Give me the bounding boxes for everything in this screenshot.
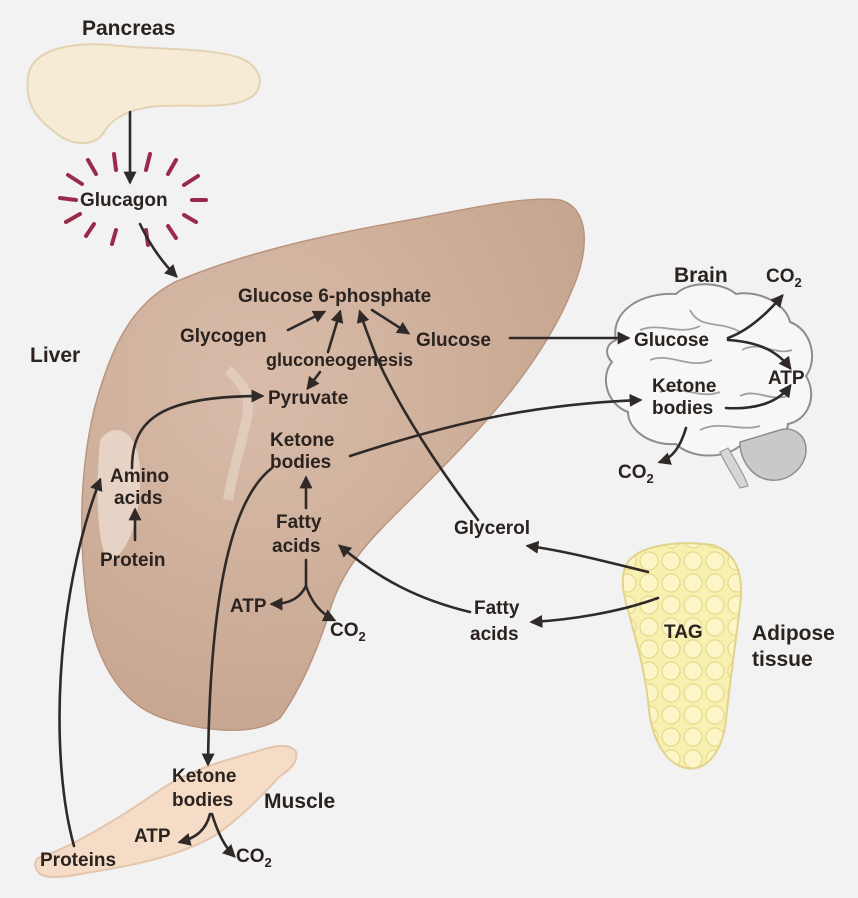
adipose-tissue-shape	[623, 543, 741, 768]
arrow-fatty-liver	[340, 546, 470, 612]
liver-label: Liver	[30, 344, 80, 367]
adipose-fatty-acids-label-line1: Fatty	[474, 598, 520, 619]
adipose-fatty-acids-label-line2: acids	[470, 624, 519, 645]
muscle-label: Muscle	[264, 790, 335, 813]
liver-atp-label: ATP	[230, 596, 267, 617]
proteins-label: Proteins	[40, 850, 116, 871]
brain-atp-label: ATP	[768, 368, 805, 389]
glucagon-label: Glucagon	[80, 190, 168, 211]
protein-label: Protein	[100, 550, 165, 571]
liver-glucose-label: Glucose	[416, 330, 491, 351]
brain-ketone-label-line1: Ketone	[652, 376, 716, 397]
pancreas-label: Pancreas	[82, 17, 175, 40]
brain-label: Brain	[674, 264, 728, 287]
amino-acids-label-line2: acids	[114, 488, 163, 509]
liver-fatty-acids-label-line2: acids	[272, 536, 321, 557]
liver-shape	[82, 199, 585, 730]
muscle-atp-label: ATP	[134, 826, 171, 847]
liver-co2-label: CO2	[330, 620, 366, 644]
brain-co2-top-label: CO2	[766, 266, 802, 290]
gluconeogenesis-label: gluconeogenesis	[266, 350, 413, 370]
muscle-co2-label: CO2	[236, 846, 272, 870]
pancreas-shape	[27, 44, 259, 143]
liver-fatty-acids-label-line1: Fatty	[276, 512, 322, 533]
adipose-label-line2: tissue	[752, 648, 813, 671]
muscle-ketone-label-line1: Ketone	[172, 766, 236, 787]
glycogen-label: Glycogen	[180, 326, 267, 347]
amino-acids-label-line1: Amino	[110, 466, 169, 487]
tag-label: TAG	[664, 622, 703, 643]
muscle-ketone-label-line2: bodies	[172, 790, 233, 811]
pyruvate-label: Pyruvate	[268, 388, 348, 409]
liver-ketone-label-line2: bodies	[270, 452, 331, 473]
brain-ketone-label-line2: bodies	[652, 398, 713, 419]
liver-ketone-label-line1: Ketone	[270, 430, 334, 451]
adipose-label-line1: Adipose	[752, 622, 835, 645]
brain-glucose-label: Glucose	[634, 330, 709, 351]
brain-co2-bottom-label: CO2	[618, 462, 654, 486]
glucose-6-phosphate-label: Glucose 6-phosphate	[238, 286, 431, 307]
glycerol-label: Glycerol	[454, 518, 530, 539]
